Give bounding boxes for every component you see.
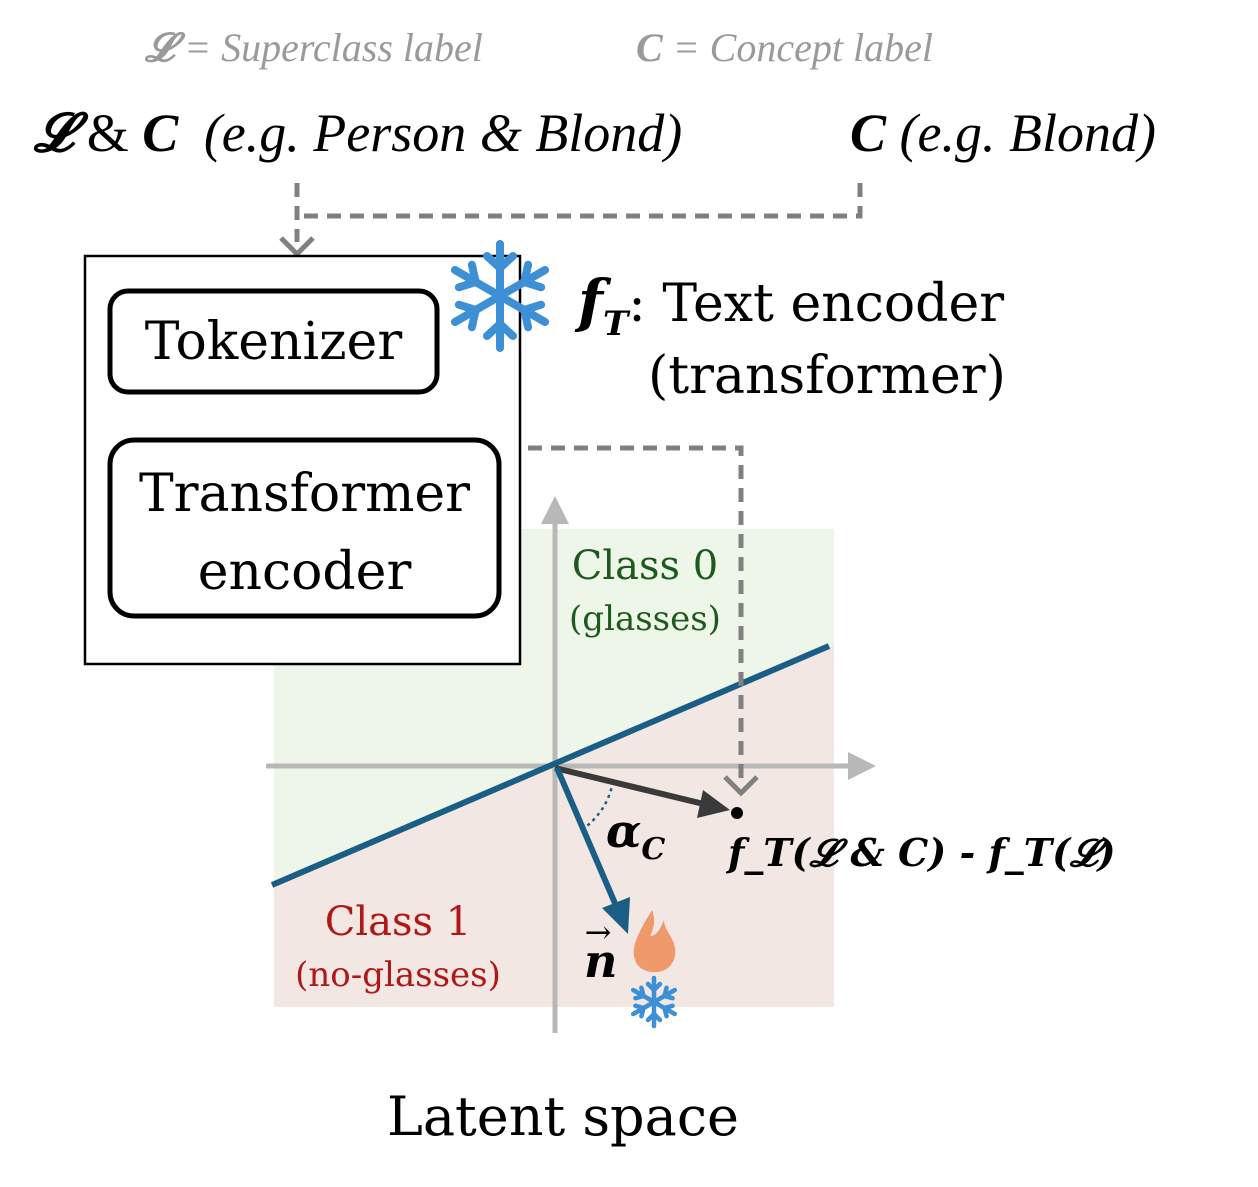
text-encoder-title-line1: : Text encoder: [628, 274, 1005, 334]
concept-definition: = Concept label: [672, 25, 933, 70]
combined-input-label: 𝓛 & C (e.g. Person & Blond): [34, 106, 682, 160]
normal-vector-arrow-mark: →: [584, 913, 612, 951]
transformer-encoder-box: [107, 437, 502, 619]
input-superclass-symbol: 𝓛: [34, 103, 74, 163]
input-ampersand: &: [86, 103, 129, 163]
x-axis-arrowhead: [848, 752, 876, 780]
normal-vector-label: n: [584, 934, 618, 988]
concept-point: [731, 807, 743, 819]
superclass-definition: = Superclass label: [184, 25, 483, 70]
normal-vector: [554, 766, 630, 934]
concept-legend: C = Concept label: [636, 28, 933, 68]
concept-input-label: C (e.g. Blond): [850, 106, 1156, 160]
concept-vector: [554, 765, 730, 818]
input-arrowhead: [279, 236, 315, 258]
class0-name: Class 0: [571, 543, 719, 589]
small-snowflake-icon: [630, 975, 678, 1029]
concept-input-symbol: C: [850, 103, 887, 163]
tokenizer-label: Tokenizer: [144, 312, 403, 372]
angle-arc: [581, 785, 614, 831]
ft-symbol: f: [578, 267, 603, 335]
superclass-symbol: 𝓛: [145, 25, 175, 70]
tokenizer-box: [107, 288, 440, 395]
concept-symbol: C: [636, 25, 663, 70]
flame-icon: [633, 910, 676, 972]
combined-input-example: (e.g. Person & Blond): [203, 103, 683, 163]
alpha-symbol: α: [606, 804, 642, 858]
latent-space-caption: Latent space: [386, 1085, 740, 1148]
input-connectors: [294, 183, 863, 242]
concept-input-example: (e.g. Blond): [899, 103, 1156, 163]
text-encoder-title: fT: Text encoder: [578, 272, 1004, 341]
ft-subscript: T: [602, 304, 629, 344]
encoder-output-connector: [528, 445, 744, 785]
concept-point-label: f_T(𝓛 & C) - f_T(𝓛): [728, 830, 1116, 875]
class1-name: Class 1: [324, 899, 472, 945]
alpha-subscript: C: [641, 832, 666, 867]
transformer-label-line1: Transformer: [138, 464, 471, 524]
transformer-label-line2: encoder: [197, 542, 412, 602]
encoder-output-arrowhead: [723, 775, 759, 797]
superclass-legend: 𝓛 = Superclass label: [145, 28, 483, 68]
text-encoder-title-line2: (transformer): [648, 346, 1006, 406]
input-concept-symbol: C: [142, 103, 179, 163]
decision-boundary: [270, 643, 831, 888]
class0-description: (glasses): [569, 599, 721, 639]
class1-description: (no-glasses): [295, 955, 501, 995]
snowflake-icon: [450, 240, 550, 352]
y-axis-arrowhead: [541, 496, 569, 524]
angle-label: αC: [606, 808, 665, 865]
